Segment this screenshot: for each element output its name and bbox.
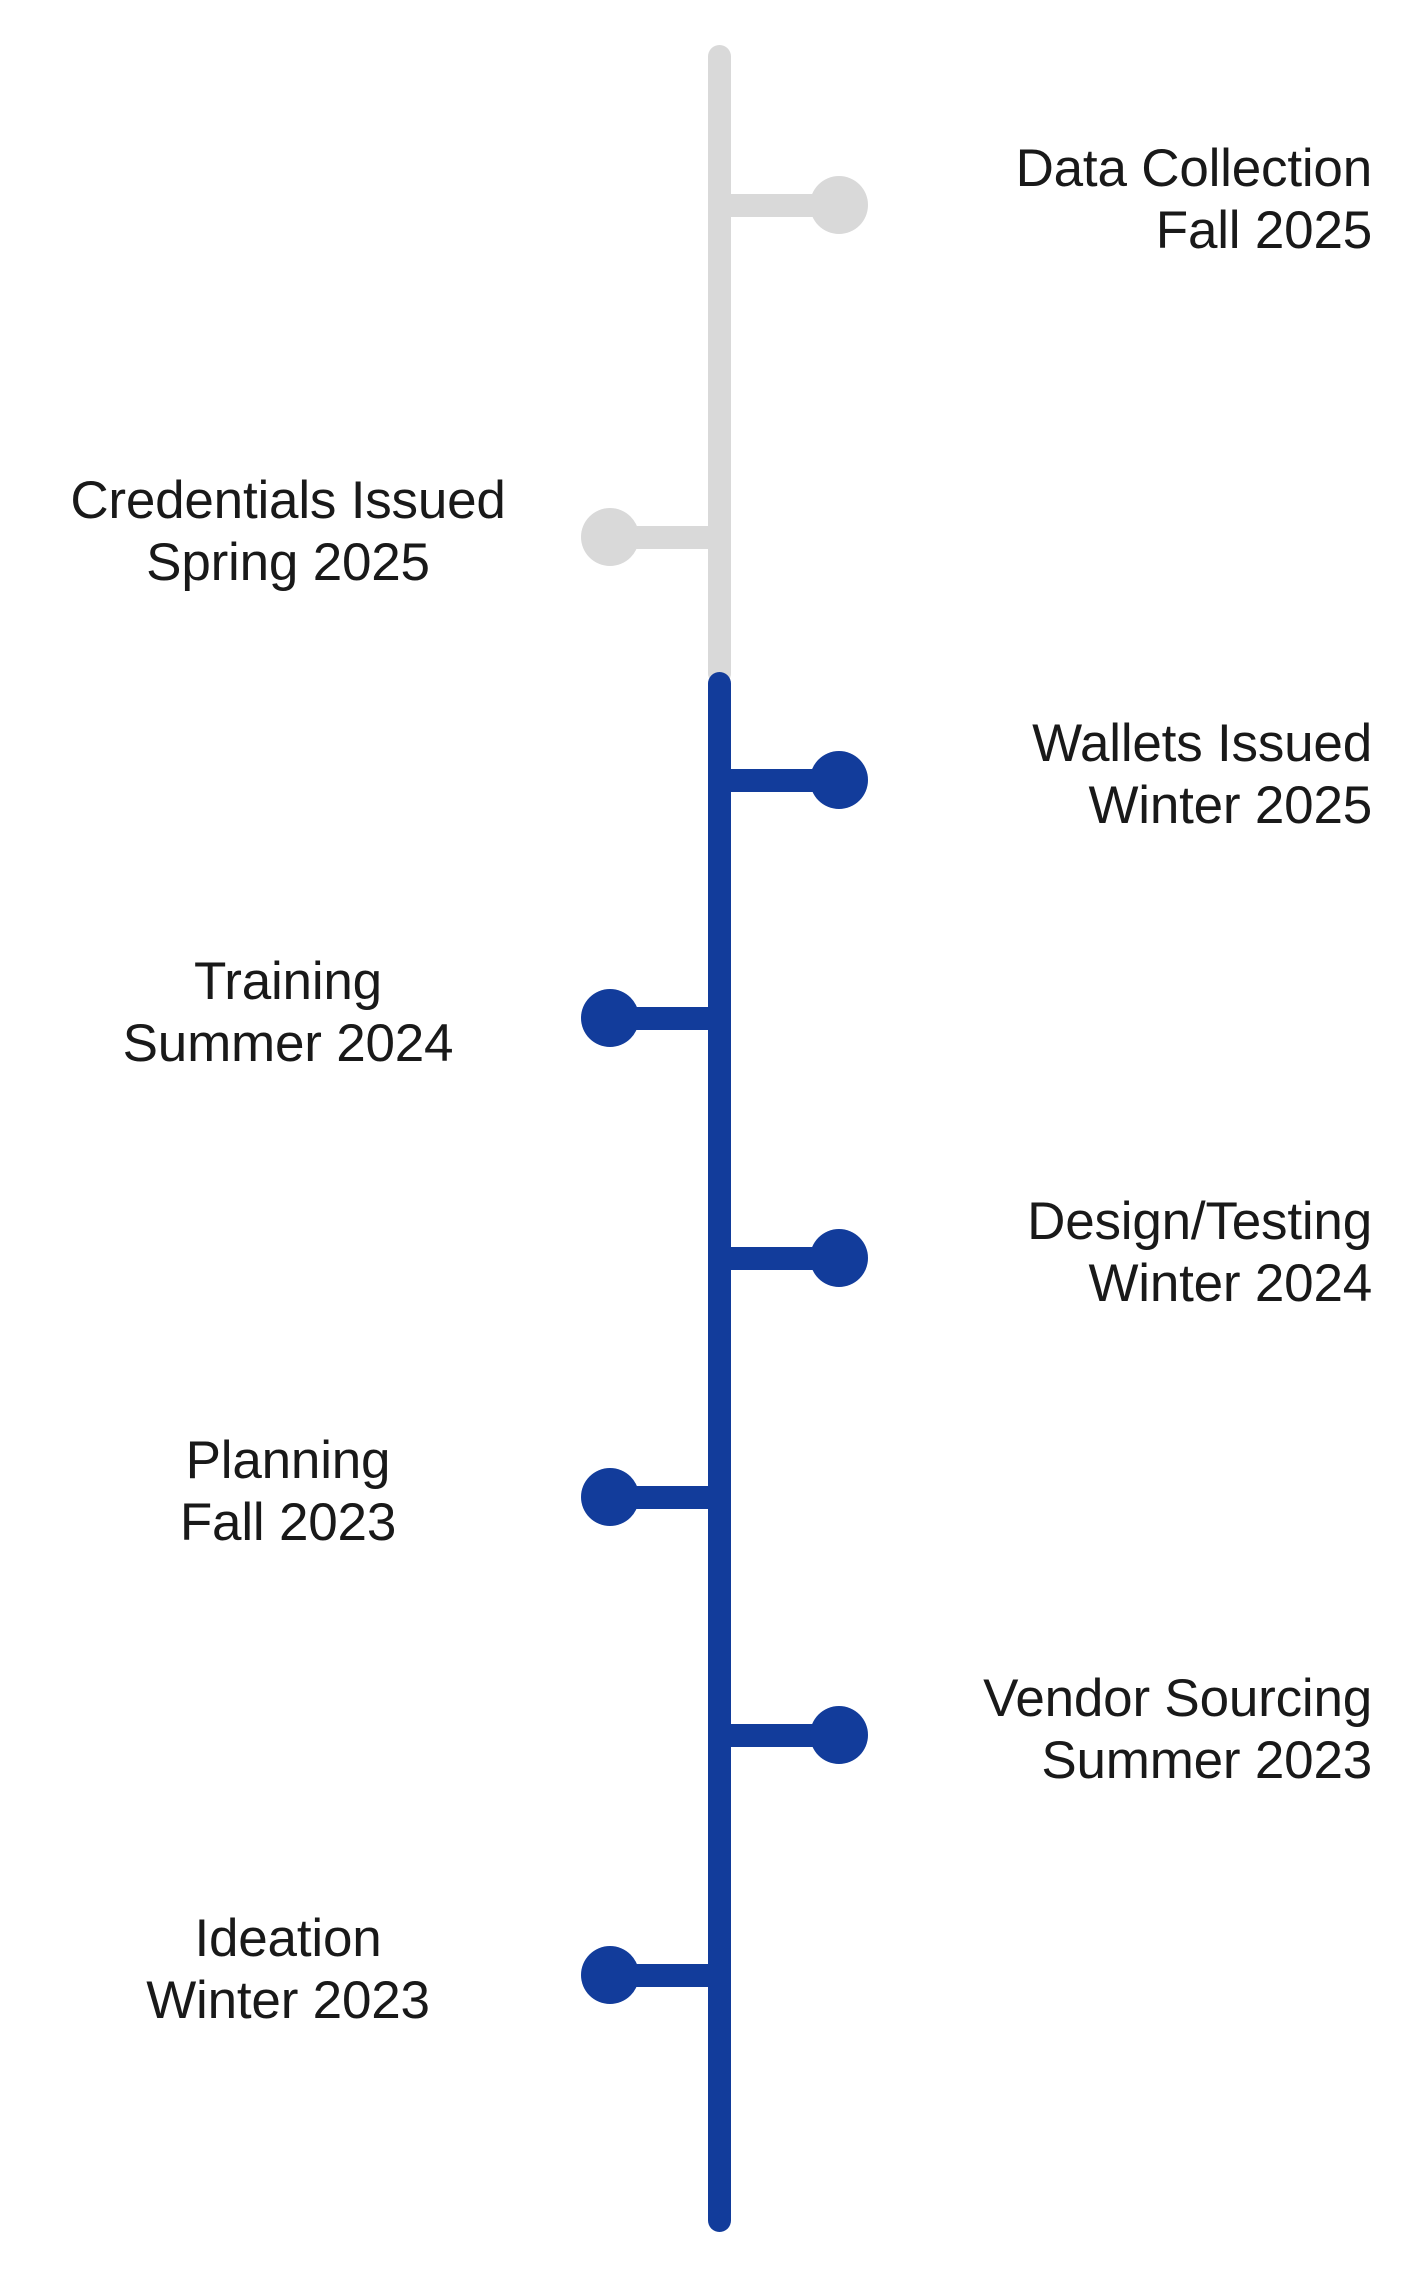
milestone-node-dot[interactable] xyxy=(810,1706,868,1764)
milestone-title: Training xyxy=(194,952,382,1011)
milestone-date: Spring 2025 xyxy=(146,533,430,592)
milestone-label: Design/Testing Winter 2024 xyxy=(880,1191,1372,1315)
milestone-label: Training Summer 2024 xyxy=(8,951,568,1075)
milestone-label: Ideation Winter 2023 xyxy=(8,1908,568,2032)
milestone-node-dot[interactable] xyxy=(581,508,639,566)
milestone-node-dot[interactable] xyxy=(581,1468,639,1526)
milestone-date: Summer 2024 xyxy=(122,1014,454,1073)
timeline-spine-completed xyxy=(708,672,731,2232)
timeline-spine-upcoming xyxy=(708,45,731,685)
milestone-node-dot[interactable] xyxy=(810,751,868,809)
milestone-label: Wallets Issued Winter 2025 xyxy=(880,713,1372,837)
milestone-date: Fall 2023 xyxy=(179,1493,397,1552)
milestone-title: Wallets Issued xyxy=(1032,714,1372,773)
milestone-node-dot[interactable] xyxy=(810,1229,868,1287)
milestone-date: Winter 2023 xyxy=(146,1971,430,2030)
milestone-title: Ideation xyxy=(194,1909,382,1968)
milestone-date: Summer 2023 xyxy=(1041,1731,1372,1790)
milestone-title: Design/Testing xyxy=(1027,1192,1372,1251)
milestone-date: Fall 2025 xyxy=(1155,201,1372,260)
milestone-label: Planning Fall 2023 xyxy=(8,1430,568,1554)
milestone-date: Winter 2025 xyxy=(1088,776,1372,835)
milestone-label: Credentials Issued Spring 2025 xyxy=(8,470,568,594)
milestone-title: Planning xyxy=(185,1431,391,1490)
milestone-label: Vendor Sourcing Summer 2023 xyxy=(880,1668,1372,1792)
milestone-title: Data Collection xyxy=(1015,139,1373,198)
milestone-node-dot[interactable] xyxy=(581,989,639,1047)
milestone-label: Data Collection Fall 2025 xyxy=(880,138,1373,262)
milestone-date: Winter 2024 xyxy=(1088,1254,1372,1313)
milestone-node-dot[interactable] xyxy=(581,1946,639,2004)
milestone-node-dot[interactable] xyxy=(810,176,868,234)
milestone-title: Credentials Issued xyxy=(70,471,506,530)
milestone-title: Vendor Sourcing xyxy=(983,1669,1372,1728)
